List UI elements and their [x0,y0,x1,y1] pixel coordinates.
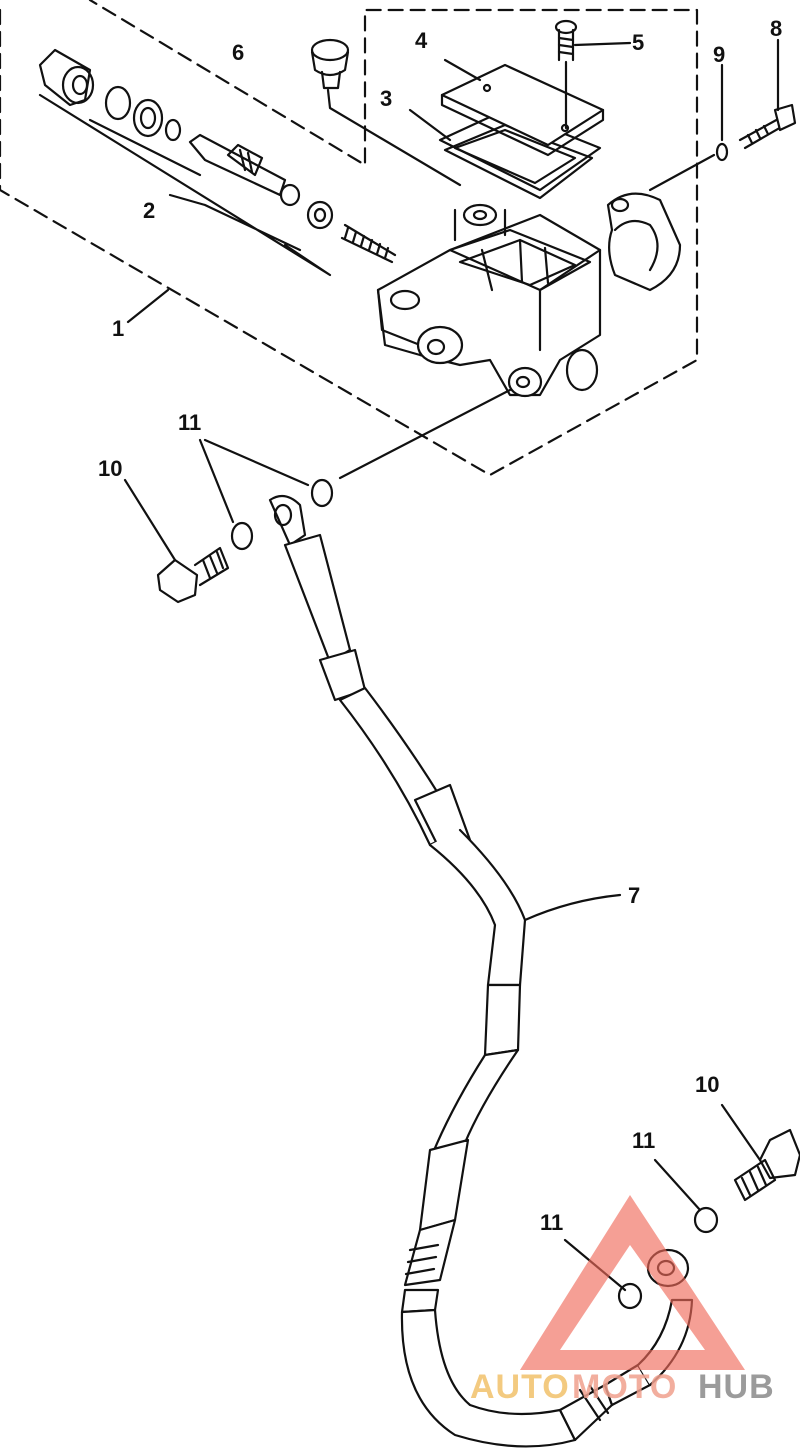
leader-4 [443,58,482,82]
leader-7 [523,893,622,922]
leader-11a [198,438,310,524]
banjo-bolt-top [123,478,230,604]
washer-top-a [310,478,334,508]
watermark-hub: HUB [698,1368,775,1406]
reservoir-diaphragm [438,108,602,200]
callout-5: 5 [632,30,644,55]
callout-10-top: 10 [98,456,122,481]
watermark-moto: MOTO [572,1368,677,1406]
washer-bottom-b [617,1282,643,1310]
watermark-triangle [520,1195,745,1370]
assembly-boundary-outer [0,0,699,477]
leader-2 [38,93,332,277]
callout-8: 8 [770,16,782,41]
callout-11-mid: 11 [632,1128,655,1153]
callout-7: 7 [628,883,640,908]
dust-plug [310,38,350,90]
brake-hose [268,494,694,1448]
callout-9: 9 [713,42,725,67]
callout-11-top: 11 [178,410,201,435]
leader-11b [653,1158,702,1212]
washer-bottom-a [693,1206,719,1234]
callout-11-low: 11 [540,1210,563,1235]
banjo-bolt-bottom [720,1103,800,1202]
leader-6 [326,88,462,187]
callout-4: 4 [415,28,428,53]
leader-banjo-top [338,388,512,480]
master-cylinder-body [376,203,602,398]
piston-kit [38,48,397,264]
leader-10a [123,478,177,562]
callout-2: 2 [143,198,155,223]
callout-3: 3 [380,86,392,111]
lever-holder [606,192,682,292]
washer-top-b [230,521,254,551]
holder-washer [715,142,729,162]
leader-1 [126,288,170,324]
leader-10b [720,1103,762,1162]
cap-screw [554,19,578,62]
callout-1: 1 [112,316,124,341]
leader-5 [573,41,632,47]
callout-6: 6 [232,40,244,65]
leader-9-line [648,153,716,192]
holder-bolt [738,103,797,150]
leader-3 [408,108,452,142]
watermark-logo: AUTO MOTO HUB [470,1195,775,1406]
watermark-auto: AUTO [470,1368,570,1406]
callout-10-bottom: 10 [695,1072,719,1097]
